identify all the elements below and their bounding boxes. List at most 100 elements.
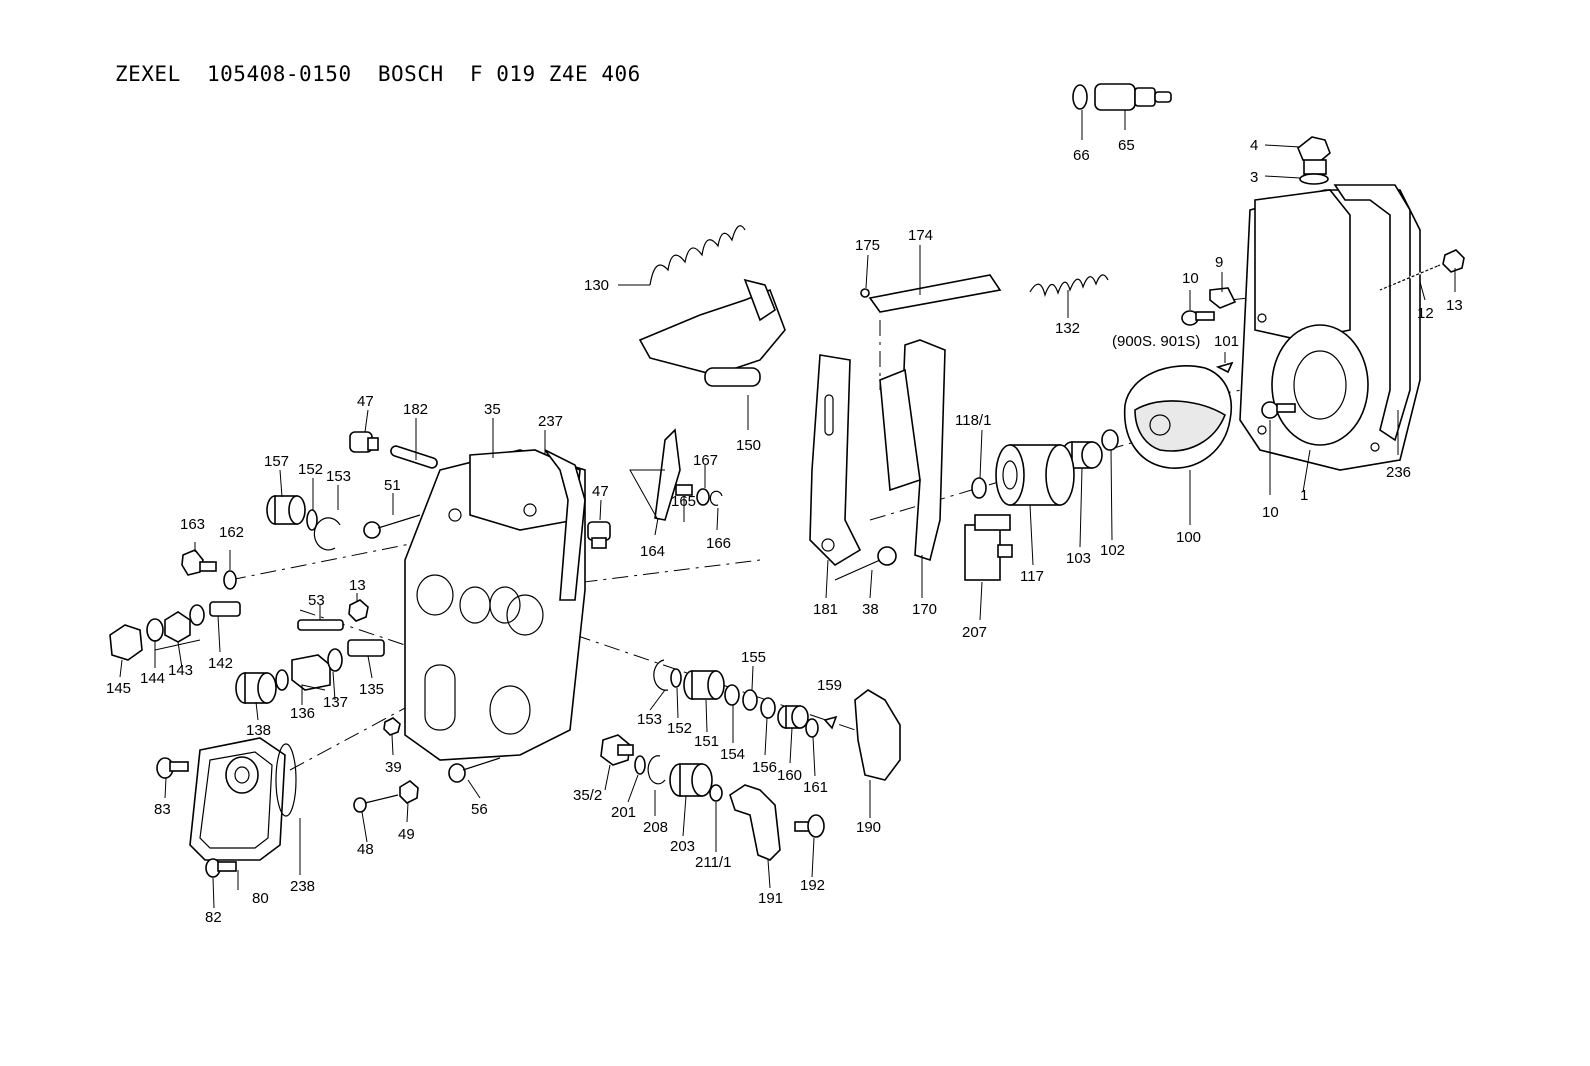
part-label-170: 170 (912, 601, 937, 618)
cap-138-shape (235, 672, 277, 704)
nut-49-shape (399, 780, 419, 804)
part-shapes (109, 83, 1465, 878)
ring-152-upper-shape (306, 509, 318, 531)
clip-153-upper-shape (313, 517, 341, 551)
part-label-144: 144 (140, 670, 165, 687)
sleeve-136-shape (291, 654, 331, 691)
key-159-shape (823, 715, 838, 730)
clip-175-shape (860, 288, 870, 298)
nut-39-shape (383, 717, 401, 736)
center-lines (229, 289, 1321, 771)
part-label-136: 136 (290, 705, 315, 722)
washer-154-shape (724, 684, 740, 706)
part-label-38: 38 (862, 601, 879, 618)
part-label-35: 35 (484, 401, 501, 418)
part-label-10: 10 (1182, 270, 1199, 287)
part-label-201: 201 (611, 804, 636, 821)
part-label-47: 47 (592, 483, 609, 500)
screw-135-shape (347, 639, 385, 657)
gasket-236-shape (1333, 184, 1411, 442)
part-label-66: 66 (1073, 147, 1090, 164)
housing-1-shape (1239, 189, 1421, 471)
washer-66-shape (1072, 84, 1088, 110)
lever-191-shape (729, 784, 781, 861)
clip-9-shape (1209, 287, 1237, 309)
part-label-160: 160 (777, 767, 802, 784)
part-label-208: 208 (643, 819, 668, 836)
washer-211-1-shape (709, 784, 723, 802)
pin-182-shape (390, 445, 438, 469)
part-label-53: 53 (308, 592, 325, 609)
part-label-161: 161 (803, 779, 828, 796)
washer-155-shape (742, 689, 758, 711)
part-label-48: 48 (357, 841, 374, 858)
part-label-153: 153 (637, 711, 662, 728)
part-label-155: 155 (741, 649, 766, 666)
clip-153-lower-shape (653, 659, 669, 691)
part-label-152: 152 (667, 720, 692, 737)
washer-142-front-shape (189, 604, 205, 626)
sleeve-203-shape (669, 763, 713, 797)
part-label-237: 237 (538, 413, 563, 430)
screw-10-upper-shape (1181, 310, 1215, 326)
part-label-82: 82 (205, 909, 222, 926)
washer-144-shape (146, 618, 164, 642)
part-label-207: 207 (962, 624, 987, 641)
screw-38-shape (834, 546, 897, 581)
washer-137-shape (327, 648, 343, 672)
part-label-151: 151 (694, 733, 719, 750)
o-ring-238-shape (275, 743, 297, 817)
bolt-51-shape (363, 514, 421, 539)
part-label-56: 56 (471, 801, 488, 818)
part-label-12: 12 (1417, 305, 1434, 322)
sleeve-117-shape (995, 444, 1075, 506)
part-label-101: 101 (1214, 333, 1239, 350)
screw-192-shape (794, 814, 825, 838)
ring-152-lower-shape (670, 668, 682, 688)
lever-181-shape (809, 354, 862, 567)
part-label-238: 238 (290, 878, 315, 895)
washer-167-shape (696, 488, 710, 506)
part-label-166: 166 (706, 535, 731, 552)
lever-164-shape (654, 428, 681, 521)
screw-82-shape (205, 858, 237, 878)
title-brand-bosch: BOSCH (377, 62, 444, 86)
part-label-164: 164 (640, 543, 665, 560)
washer-136-a-shape (275, 669, 289, 691)
plug-47-right-shape (587, 521, 611, 549)
cap-nut-145-shape (109, 624, 143, 661)
part-label-13: 13 (1446, 297, 1463, 314)
clip-208-shape (647, 755, 666, 785)
part-label-138: 138 (246, 722, 271, 739)
part-label-150: 150 (736, 437, 761, 454)
part-label-132: 132 (1055, 320, 1080, 337)
plate-35-shape (404, 449, 586, 761)
block-207-shape (964, 514, 1013, 581)
part-label-1: 1 (1300, 487, 1308, 504)
part-label-211-1: 211/1 (695, 854, 731, 871)
cover-80-shape (189, 737, 286, 861)
part-label-153: 153 (326, 468, 351, 485)
part-label-117: 117 (1020, 568, 1044, 585)
washer-118-1-shape (971, 477, 987, 499)
part-label-4: 4 (1250, 137, 1258, 154)
part-label-118-1: 118/1 (955, 412, 991, 429)
part-label-65: 65 (1118, 137, 1135, 154)
screw-53-shape (297, 619, 344, 631)
leader-lines (119, 110, 1456, 909)
part-label-10: 10 (1262, 504, 1279, 521)
lever-190-shape (854, 689, 901, 781)
part-label-162: 162 (219, 524, 244, 541)
part-label-163: 163 (180, 516, 205, 533)
title-zexel-part-number: 105408-0150 (207, 62, 352, 86)
part-label-145: 145 (106, 680, 131, 697)
bush-165-shape (675, 484, 693, 496)
part-label-167: 167 (693, 452, 718, 469)
part-label-192: 192 (800, 877, 825, 894)
title-bosch-part-number: F 019 Z4E 406 (469, 62, 641, 86)
screw-163-shape (181, 549, 217, 576)
plug-4-shape (1297, 136, 1331, 175)
gasket-237-shape (544, 449, 586, 601)
